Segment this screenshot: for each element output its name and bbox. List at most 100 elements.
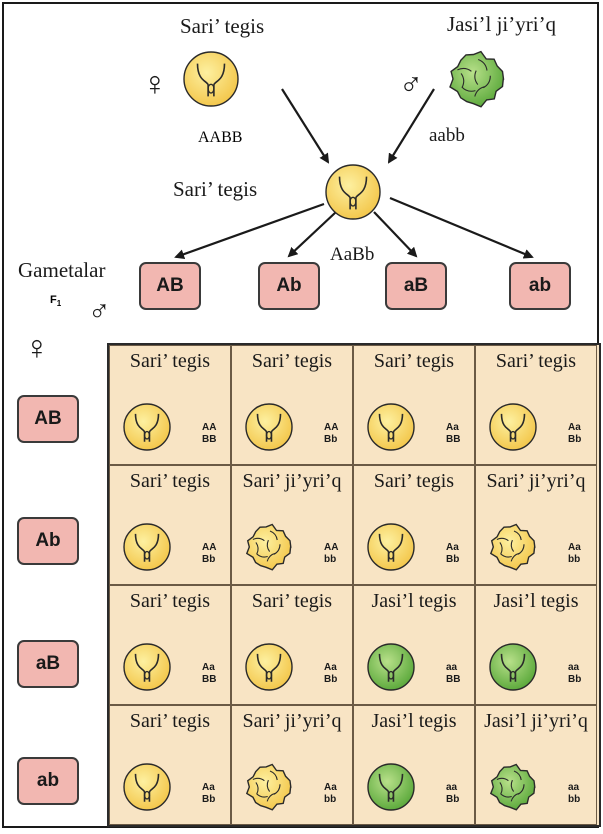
arrow-male-to-f1 <box>387 88 435 164</box>
genotype-line-2: Bb <box>446 793 460 805</box>
genotype-line-1: AA <box>202 542 217 553</box>
genotype-line-1: Aa <box>446 542 459 553</box>
genotype-line-2: Bb <box>446 553 460 565</box>
f1-pea-icon <box>324 163 382 226</box>
genotype-line-2: bb <box>324 553 337 565</box>
genotype-line-2: Bb <box>568 673 582 685</box>
pea-icon <box>244 402 294 457</box>
genotype-line-1: aa <box>568 782 580 793</box>
genotype-line-2: BB <box>446 433 461 445</box>
genotype-line-1: Aa <box>202 782 215 793</box>
male-parent-phenotype: Jasi’l ji’yri’q <box>447 12 557 36</box>
male-symbol: ♂ <box>399 66 423 102</box>
cell-phenotype: Sari’ tegis <box>251 590 333 612</box>
cross-arrows <box>174 88 534 260</box>
f1-female-symbol: ♀ <box>24 330 50 367</box>
genotype-line-1: Aa <box>446 422 459 433</box>
genotype-line-1: Aa <box>568 422 581 433</box>
genotype-line-1: aa <box>446 782 458 793</box>
f1-label: F1 <box>50 295 61 308</box>
male-parent-genotype: aabb <box>429 125 465 146</box>
cell-phenotype: Sari’ tegis <box>373 350 455 372</box>
gamete-box-left-3: aB <box>17 640 79 688</box>
female-parent-phenotype: Sari’ tegis <box>180 14 265 38</box>
f1-male-symbol: ♂ <box>88 295 111 328</box>
genotype-line-2: Bb <box>568 433 582 445</box>
genotype-line-2: Bb <box>202 793 216 805</box>
pea-icon <box>366 402 416 457</box>
cell-phenotype: Sari’ tegis <box>129 470 211 492</box>
cell-phenotype: Sari’ tegis <box>373 470 455 492</box>
gametes-label: Gametalar <box>18 258 106 282</box>
arrow-f1-to-Ab <box>287 211 337 258</box>
gamete-box-top-4: ab <box>509 262 571 310</box>
female-parent-genotype: AABB <box>198 129 243 146</box>
genotype-line-1: AA <box>202 422 217 433</box>
genotype-line-1: Aa <box>568 542 581 553</box>
genotype-line-1: Aa <box>324 782 337 793</box>
pea-icon <box>366 762 416 817</box>
gamete-box-top-1: AB <box>139 262 201 310</box>
gamete-box-left-1: AB <box>17 395 79 443</box>
genotype-line-1: AA <box>324 422 339 433</box>
cell-phenotype: Sari’ tegis <box>129 710 211 732</box>
pea-icon <box>122 642 172 697</box>
pea-icon <box>244 522 294 577</box>
genotype-line-2: BB <box>202 673 217 685</box>
cell-phenotype: Sari’ ji’yri’q <box>242 470 342 492</box>
arrow-f1-to-ab <box>389 196 534 259</box>
cell-phenotype: Sari’ tegis <box>129 590 211 612</box>
gamete-box-left-2: Ab <box>17 517 79 565</box>
arrow-f1-to-AB <box>174 202 325 260</box>
cell-phenotype: Sari’ ji’yri’q <box>486 470 586 492</box>
genotype-line-1: AA <box>324 542 339 553</box>
pea-icon <box>122 522 172 577</box>
pea-icon <box>488 522 538 577</box>
f1-genotype: AaBb <box>330 244 375 265</box>
pea-icon <box>244 762 294 817</box>
genotype-line-1: aa <box>568 662 580 673</box>
genotype-line-2: Bb <box>324 433 338 445</box>
genotype-line-2: bb <box>324 793 337 805</box>
pea-icon <box>122 762 172 817</box>
gamete-box-top-3: aB <box>385 262 447 310</box>
genotype-line-2: bb <box>568 553 581 565</box>
pea-icon <box>488 402 538 457</box>
genotype-line-2: BB <box>446 673 461 685</box>
gamete-box-top-2: Ab <box>258 262 320 310</box>
genotype-line-2: Bb <box>202 553 216 565</box>
female-symbol: ♀ <box>142 66 168 103</box>
genotype-line-1: aa <box>446 662 458 673</box>
male-parent-pea-icon <box>447 49 507 114</box>
pea-icon <box>244 642 294 697</box>
genotype-line-2: bb <box>568 793 581 805</box>
pea-icon <box>366 642 416 697</box>
genotype-line-2: BB <box>202 433 217 445</box>
pea-icon <box>122 402 172 457</box>
